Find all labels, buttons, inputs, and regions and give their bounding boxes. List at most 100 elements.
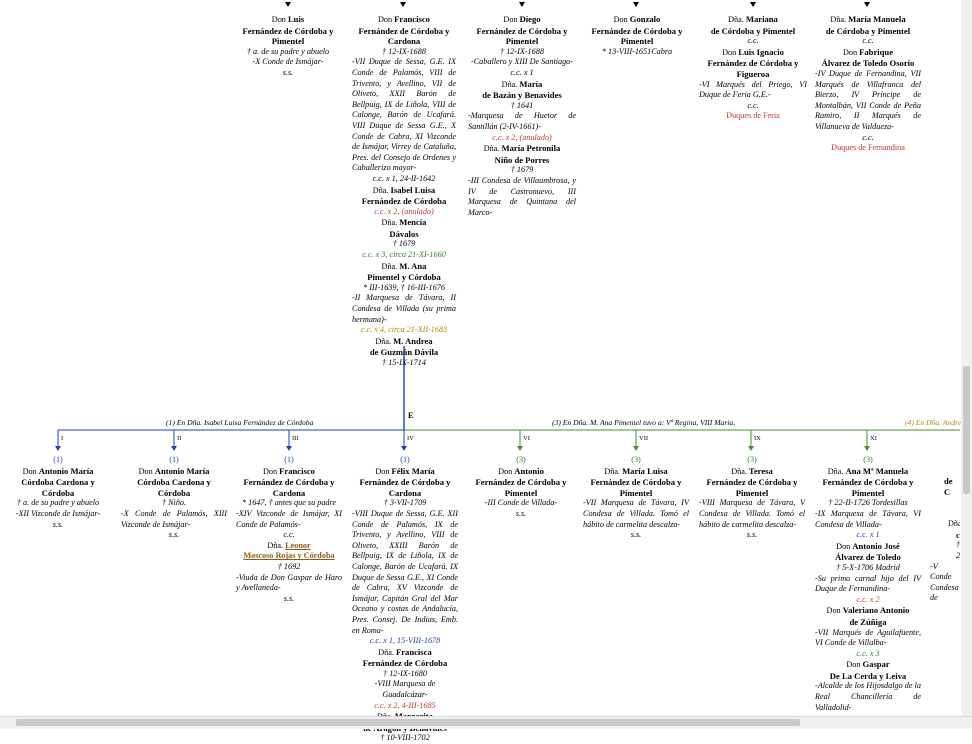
title-note: -XIV Vizconde de Ismájar, XI Conde de Pa…	[236, 508, 342, 529]
death-note: † 1641	[510, 100, 534, 110]
card-gonzalo: Don Gonzalo Fernández de Córdoba y Pimen…	[584, 14, 690, 57]
death-note: † a. de su padre y abuelo	[246, 46, 330, 56]
person-name: Félix María	[391, 465, 435, 476]
card-diego: Don Diego Fernández de Córdoba y Pimente…	[468, 14, 576, 218]
spouse-surname: Dávalos	[389, 228, 419, 239]
person-name: Francisco	[279, 465, 315, 476]
vertical-scrollbar-thumb[interactable]	[963, 366, 970, 494]
titles-note: -VIII Duque de Sessa, G.E. XII Conde de …	[352, 508, 458, 635]
title: Dña.	[501, 79, 518, 89]
clipped-text: Dña.	[948, 519, 960, 529]
titles-note: -VII Duque de Sessa, G.E. IX Conde de Pa…	[352, 57, 456, 173]
card-antonio-maria-2: (1) Don Antonio María Córdoba Cardona y …	[121, 455, 227, 541]
person-surname: Fernández de Córdoba y Cardona	[243, 477, 335, 498]
titles-note: -VII Marquesa de Távara, IV Condesa de V…	[583, 498, 689, 529]
branch-marker: (3)	[863, 455, 873, 464]
person-name: María Manuela	[848, 14, 906, 24]
title: Don	[271, 15, 286, 24]
sin-sucesion: s.s.	[283, 593, 295, 603]
spouse-name: Gaspar	[862, 659, 890, 670]
card-francisco-b: (1) Don Francisco Fernández de Córdoba y…	[236, 455, 342, 604]
person-surname: Fernández de Córdoba y Pimentel	[822, 477, 914, 498]
branch-label-4: (4) En Dña. Andrea a	[905, 418, 971, 427]
card-francisco: Don Francisco Fernández de Córdoba y Car…	[352, 14, 456, 369]
death-note: † 5-X-1706 Madrid	[836, 562, 900, 572]
marriage-1: c.c. x 1	[856, 530, 880, 540]
sin-sucesion: s.s.	[630, 530, 642, 540]
card-clipped-right: de C Dña. c † 2 -V Conde Condesa de	[930, 476, 960, 604]
person-surname: Córdoba Cardona y Córdoba	[21, 477, 95, 498]
title: Don	[503, 15, 518, 24]
link-duques-de-feria[interactable]: Duques de Feria	[726, 111, 780, 121]
title: Don	[138, 466, 153, 476]
titles-note: -IV Duque de Fernandina, VII Marqués de …	[815, 68, 921, 131]
clipped-text: Condesa de	[930, 582, 959, 603]
death-note: † 1679	[510, 165, 534, 175]
death-note: † Niño.	[161, 498, 187, 508]
spouse-name: Francisca	[395, 646, 432, 657]
branch-marker: (3)	[516, 455, 526, 464]
branch-letter: E	[408, 411, 414, 420]
spouse-surname: Fernández de Córdoba	[361, 196, 447, 207]
titles-note: -III Condesa de Villaumbrosa, y IV de Ca…	[468, 175, 576, 217]
spouse-surname: de Guzmán Dávila	[369, 347, 439, 358]
title: Dña.	[728, 15, 744, 24]
marriage-3: c.c. x 3, circa 21-XI-1660	[362, 250, 446, 260]
vertical-scrollbar[interactable]	[961, 0, 972, 716]
person-surname: de Córdoba y Pimentel	[710, 25, 796, 36]
person-surname: Fernández de Córdoba y Cardona	[359, 477, 451, 498]
card-luis: Don Luis Fernández de Córdoba y Pimentel…	[235, 14, 341, 79]
note: -Alcalde de los Hijosdalgo de la Real Ch…	[815, 681, 921, 712]
person-surname: Fernández de Córdoba y Pimentel	[476, 25, 568, 47]
spouse-name: M. Ana	[399, 260, 427, 271]
death-note: † 12-IX-1688	[500, 46, 544, 56]
spouse-surname-link[interactable]: Moscoso Rojas y Córdoba	[243, 551, 335, 561]
title: Dña.	[483, 144, 500, 154]
title: Dña.	[381, 261, 398, 271]
person-name: Gonzalo	[629, 14, 661, 24]
spouse-name-link[interactable]: Leonor	[285, 540, 311, 550]
person-name: Mariana	[745, 14, 778, 24]
titles-note: -VII Marqués de Aguilafuente, VI Conde d…	[815, 627, 921, 648]
issue-note: c.c.	[747, 100, 759, 110]
titles-note: -VIII Marquesa de Távara, V Condesa de V…	[699, 498, 805, 529]
person-surname: Córdoba Cardona y Córdoba	[137, 477, 211, 498]
title-note: -XII Vizconde de Ismájar-	[15, 508, 101, 518]
clipped-text: -V Conde	[930, 561, 952, 582]
card-ana-manuela: (3) Dña. Ana Mª Manuela Fernández de Cór…	[815, 455, 921, 724]
spouse-surname: Pimentel y Córdoba	[367, 272, 441, 283]
person-name: Antonio	[514, 465, 544, 476]
life-dates: * 1647, † antes que su padre	[241, 498, 337, 508]
spouse-name: María Petronila	[501, 143, 561, 154]
link-duques-de-fernandina[interactable]: Duques de Fernandina	[831, 143, 905, 153]
branch-label-3: (3) En Dña. M. Ana Pimentel tuvo a: Vª R…	[552, 418, 736, 427]
person-name: Diego	[519, 14, 541, 24]
note: -Su primo carnal hijo del IV Duque de Fe…	[815, 573, 921, 594]
sin-sucesion: s.s.	[746, 530, 758, 540]
marriage-2: c.c. x 2, (anulado)	[492, 132, 552, 142]
title-note: -Caballero y XIII De Santiago-	[470, 57, 573, 67]
spouse-name: Luis Ignacio	[738, 46, 784, 57]
spouse-name: María	[519, 78, 543, 89]
roman-numeral: IX	[754, 435, 761, 442]
death-note: † a. de su padre y abuelo	[16, 498, 100, 508]
person-name: María Luisa	[622, 465, 668, 476]
death-note: † 12-IX-1688	[382, 46, 426, 56]
marriage-3: c.c. x 3	[856, 648, 880, 658]
title: Don	[842, 47, 858, 57]
spouse-name: Mencía	[399, 217, 427, 228]
spouse-name: M. Andrea	[393, 335, 433, 346]
title-note: -III Conde de Villada-	[484, 498, 558, 508]
spouse-name: Isabel Luisa	[390, 184, 436, 195]
title: Don	[722, 47, 737, 57]
titles-note: -II Marquesa de Távara, II Condesa de Vi…	[352, 293, 456, 324]
titles-note: -VI Marqués del Priego, VI Duque de Feri…	[699, 79, 807, 100]
clipped-text: c	[956, 529, 960, 540]
horizontal-scrollbar-thumb[interactable]	[16, 719, 800, 726]
person-name: Teresa	[748, 465, 773, 476]
card-teresa: (3) Dña. Teresa Fernández de Córdoba y P…	[699, 455, 805, 541]
branch-label-1: (1) En Dña. Isabel Luisa Fernández de Có…	[166, 418, 314, 427]
branch-marker: (3)	[747, 455, 757, 464]
title: Dña.	[267, 540, 284, 550]
marriage-1: c.c. x 1, 24-II-1642	[372, 173, 436, 183]
